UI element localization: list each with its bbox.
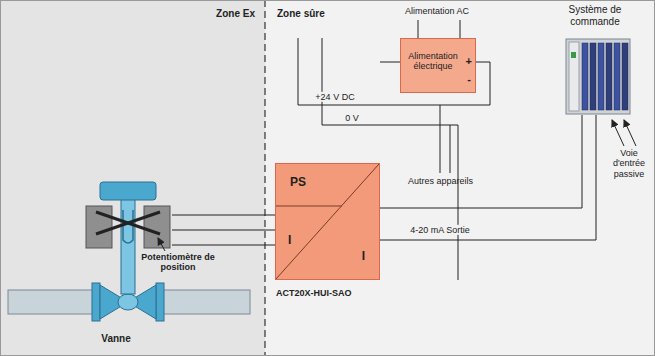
node-text: Système de commande	[560, 4, 630, 27]
valve-illustration	[8, 182, 250, 321]
ac-wire	[460, 20, 461, 38]
isolator-box: PSIIACT20X-HUI-SAO	[275, 163, 380, 280]
annotation-label: Autres appareils	[408, 176, 473, 186]
other-devices-wire	[450, 125, 451, 173]
wire-connector	[172, 245, 275, 246]
annotation-label: Alimentation AC	[405, 6, 469, 16]
node-text: I	[362, 250, 365, 264]
node-text: PS	[290, 176, 306, 190]
signal-label: 0 V	[343, 113, 361, 123]
wire-connector	[298, 38, 490, 105]
leader-line	[612, 120, 624, 146]
node-text: Zone Ex	[216, 8, 255, 20]
node-text: -	[467, 73, 471, 86]
node-text: Zone sûre	[277, 8, 325, 20]
safe-zone-ground	[265, 0, 655, 356]
wire-connector	[380, 115, 596, 240]
wire-connector	[172, 230, 275, 231]
annotation-label: Potentiomètre de position	[138, 252, 218, 273]
valve: Vanne	[60, 178, 172, 350]
wire-connector	[172, 215, 275, 216]
node-text: +	[466, 55, 472, 68]
node-text: ACT20X-HUI-SAO	[276, 288, 352, 298]
ex-zone-ground	[0, 0, 265, 356]
ac-wire	[418, 20, 419, 38]
ex-zone: Zone Ex Vanne	[0, 0, 265, 356]
node-text: Vanne	[60, 333, 172, 345]
plc-rack-icon	[565, 38, 631, 115]
signal-label: +24 V DC	[313, 92, 356, 102]
annotation-label: Voie d'entrée passive	[606, 148, 652, 179]
power-supply-box: Alimentation électrique + -	[400, 38, 476, 93]
wire-connector	[380, 115, 582, 208]
other-devices-wire	[440, 105, 441, 173]
signal-label: 4-20 mA Sortie	[408, 225, 472, 235]
control-system: Système de commande	[545, 4, 645, 115]
node-text: Alimentation électrique	[405, 51, 461, 72]
leader-line	[624, 120, 636, 146]
leader-line	[158, 238, 165, 251]
node-text: I	[288, 234, 291, 248]
zone-boundary	[264, 0, 265, 356]
